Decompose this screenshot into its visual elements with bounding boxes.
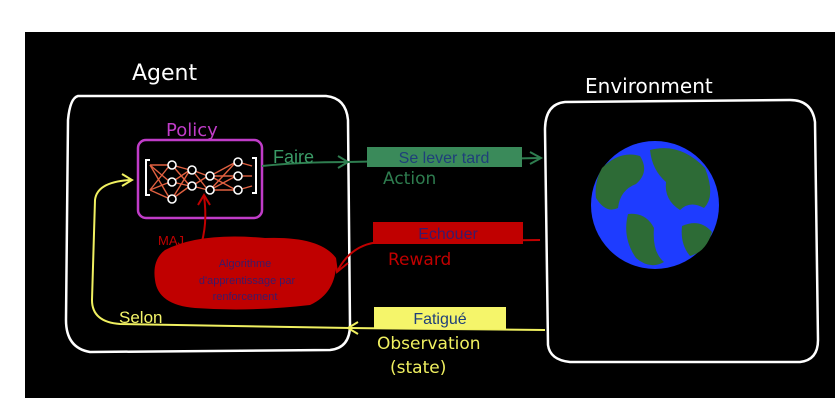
observation-value-box: [374, 307, 506, 329]
earth-icon: [591, 141, 719, 269]
algorithm-line-3: renforcement: [213, 291, 278, 303]
action-caption: Action: [383, 169, 436, 189]
update-arrow: [197, 193, 211, 249]
update-label: MAJ: [158, 233, 184, 248]
reward-caption: Reward: [388, 250, 451, 270]
action-value-box: [367, 147, 522, 167]
policy-box: [136, 138, 264, 220]
learning-algorithm-blob: [154, 236, 337, 310]
environment-title: Environment: [585, 74, 713, 98]
agent-title: Agent: [132, 61, 197, 86]
policy-label: Policy: [166, 120, 218, 141]
algorithm-line-1: Algorithme: [219, 258, 272, 270]
observation-value: Fatigué: [413, 311, 466, 328]
action-verb: Faire: [273, 147, 314, 167]
observation-caption: Observation: [377, 334, 481, 354]
action-value: Se lever tard: [399, 150, 490, 167]
according-label: Selon: [119, 308, 162, 327]
neural-network-icon: [145, 157, 257, 204]
agent-box: [64, 94, 352, 354]
environment-box: [543, 98, 820, 364]
reward-value-box: [373, 222, 523, 244]
observation-arrow: [90, 173, 546, 335]
observation-state: (state): [390, 358, 446, 378]
action-arrow: [261, 151, 544, 169]
reward-value: Echouer: [418, 226, 478, 243]
algorithm-line-2: d'apprentissage par: [199, 275, 296, 287]
